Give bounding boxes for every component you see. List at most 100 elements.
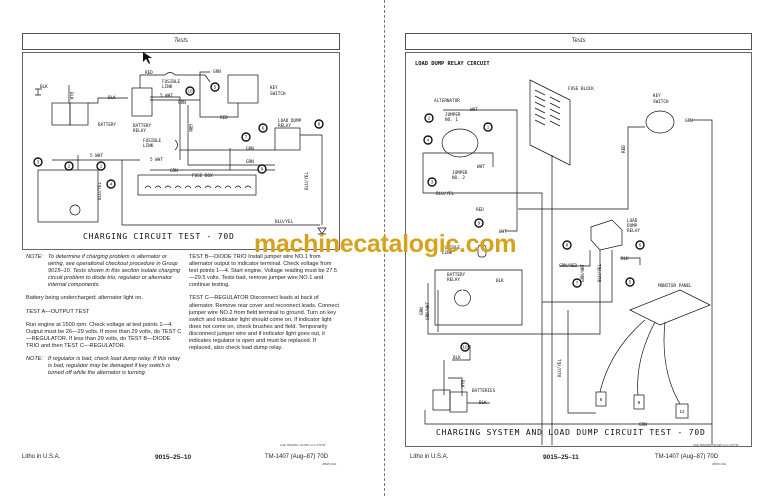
- label: RELAY: [627, 228, 640, 234]
- svg-text:5: 5: [629, 280, 632, 285]
- test-point-9: 9: [257, 164, 267, 174]
- label: DUMP: [627, 223, 638, 229]
- svg-text:2: 2: [428, 116, 431, 121]
- label: BLK: [40, 84, 48, 90]
- test-point-7: 7: [241, 132, 251, 142]
- label: FUSE BOX: [192, 173, 213, 179]
- label: BLK: [453, 355, 461, 361]
- label: BATTERY: [98, 122, 117, 128]
- label: WHT: [477, 164, 485, 170]
- label: BATTERY: [133, 123, 152, 129]
- label: GRN/WHT: [580, 263, 586, 282]
- label: GRN: [246, 146, 254, 152]
- label: BLK: [459, 380, 465, 388]
- right-diagram-labels: LOAD DUMP RELAY CIRCUIT FUSE BLOCK ALTER…: [415, 61, 705, 437]
- test-point-3: 3: [33, 157, 43, 167]
- svg-text:6: 6: [639, 243, 642, 248]
- label: RED: [621, 145, 627, 153]
- diagram-heading: LOAD DUMP RELAY CIRCUIT: [415, 61, 490, 67]
- label: JUMPER: [452, 170, 468, 176]
- test-point-1: 1: [96, 161, 106, 171]
- label: 5 WHT: [90, 153, 103, 159]
- label: BLU/YEL: [97, 181, 103, 200]
- label: GRN/WHT: [425, 301, 431, 320]
- left-footer-litho: Litho in U.S.A.: [22, 454, 61, 460]
- label: GRN: [178, 100, 186, 106]
- key-switch-icon: [227, 74, 259, 104]
- label: 12: [679, 409, 685, 414]
- batteries-icon: [432, 389, 451, 411]
- label: LOAD: [627, 218, 638, 224]
- fusible-link-icon: [477, 244, 487, 258]
- label: BLK: [479, 400, 487, 406]
- label: GRN: [170, 168, 178, 174]
- label: GRN: [419, 307, 425, 315]
- label: BLK: [621, 256, 629, 262]
- label: WHT: [470, 107, 478, 113]
- right-footer-tm: TM-1407 (Aug–87) 70D: [655, 454, 719, 460]
- label: JUMPER: [445, 112, 461, 118]
- test-c-text: TEST C—REGULATOR Disconnect leads at bac…: [189, 295, 339, 352]
- svg-text:7: 7: [245, 135, 248, 140]
- label: LINK: [442, 250, 453, 256]
- label: ALTERNATOR: [434, 98, 460, 104]
- label: 8: [638, 400, 641, 405]
- left-test-points: 1 2 3 4 5 6 7 8 9 10: [33, 82, 324, 189]
- label: GRN: [213, 69, 221, 75]
- test-point-2: 2: [424, 113, 434, 123]
- label: RED: [145, 70, 153, 76]
- test-point-9: 9: [474, 218, 484, 228]
- label: BLK: [68, 92, 74, 100]
- label: BLK: [496, 278, 504, 284]
- svg-text:3: 3: [431, 180, 434, 185]
- left-wiring: [35, 71, 327, 235]
- svg-text:4: 4: [110, 182, 113, 187]
- label: 6: [600, 397, 603, 402]
- label: LOAD DUMP: [278, 118, 302, 124]
- test-point-1: 1: [483, 122, 493, 132]
- test-point-2: 2: [64, 161, 74, 171]
- test-point-4: 4: [106, 179, 116, 189]
- left-page-header: Tests: [22, 33, 340, 50]
- label: GRN: [246, 159, 254, 165]
- symptom-text: Battery being undercharged; alternator l…: [26, 295, 143, 302]
- right-footer-page-number: 9015–25–11: [543, 454, 579, 461]
- label: BATTERIES: [472, 388, 496, 394]
- note-2: NOTE:If regulator is bad, check load dum…: [26, 356, 181, 377]
- monitor-panel-icon: [629, 289, 711, 326]
- load-dump-relay-icon: [274, 127, 301, 151]
- alternator-icon: [441, 128, 479, 158]
- svg-text:3: 3: [37, 160, 40, 165]
- label: RELAY: [133, 128, 146, 134]
- label: FUSIBLE: [442, 245, 461, 251]
- test-point-3: 3: [427, 177, 437, 187]
- svg-text:9: 9: [478, 221, 481, 226]
- label: BLU/YEL: [557, 358, 563, 377]
- test-point-6: 6: [635, 240, 645, 250]
- test-b-text: TEST B—DIODE TRIO Install jumper wire NO…: [189, 254, 338, 289]
- label: FUSE BLOCK: [568, 86, 594, 92]
- test-point-10: 10: [185, 86, 195, 96]
- label: RELAY: [447, 277, 460, 283]
- left-footer-page-number: 9015–25–10: [155, 454, 192, 461]
- battery-relay-icon: [131, 87, 153, 117]
- key-switch-icon: [645, 110, 675, 134]
- svg-text:4: 4: [427, 138, 430, 143]
- svg-text:7: 7: [576, 281, 579, 286]
- svg-text:8: 8: [318, 122, 321, 127]
- right-diagram-frame: [405, 52, 752, 447]
- svg-text:2: 2: [68, 164, 71, 169]
- label: BLU/YEL: [304, 171, 310, 190]
- label: LINK: [143, 143, 154, 149]
- label: BLU/YEL: [597, 263, 603, 282]
- test-point-4: 4: [423, 135, 433, 145]
- fuse-block-icon: [529, 79, 571, 166]
- diode-icon: [317, 227, 327, 235]
- left-ref-code: AAE T9020W1 -90-525 LU-1 270797: [280, 443, 326, 447]
- label: NO. 1: [445, 117, 458, 123]
- right-wiring: [422, 79, 713, 445]
- test-point-6: 6: [258, 123, 268, 133]
- label: RELAY: [278, 123, 291, 129]
- test-point-7: 7: [572, 278, 582, 288]
- label: RED: [476, 207, 484, 213]
